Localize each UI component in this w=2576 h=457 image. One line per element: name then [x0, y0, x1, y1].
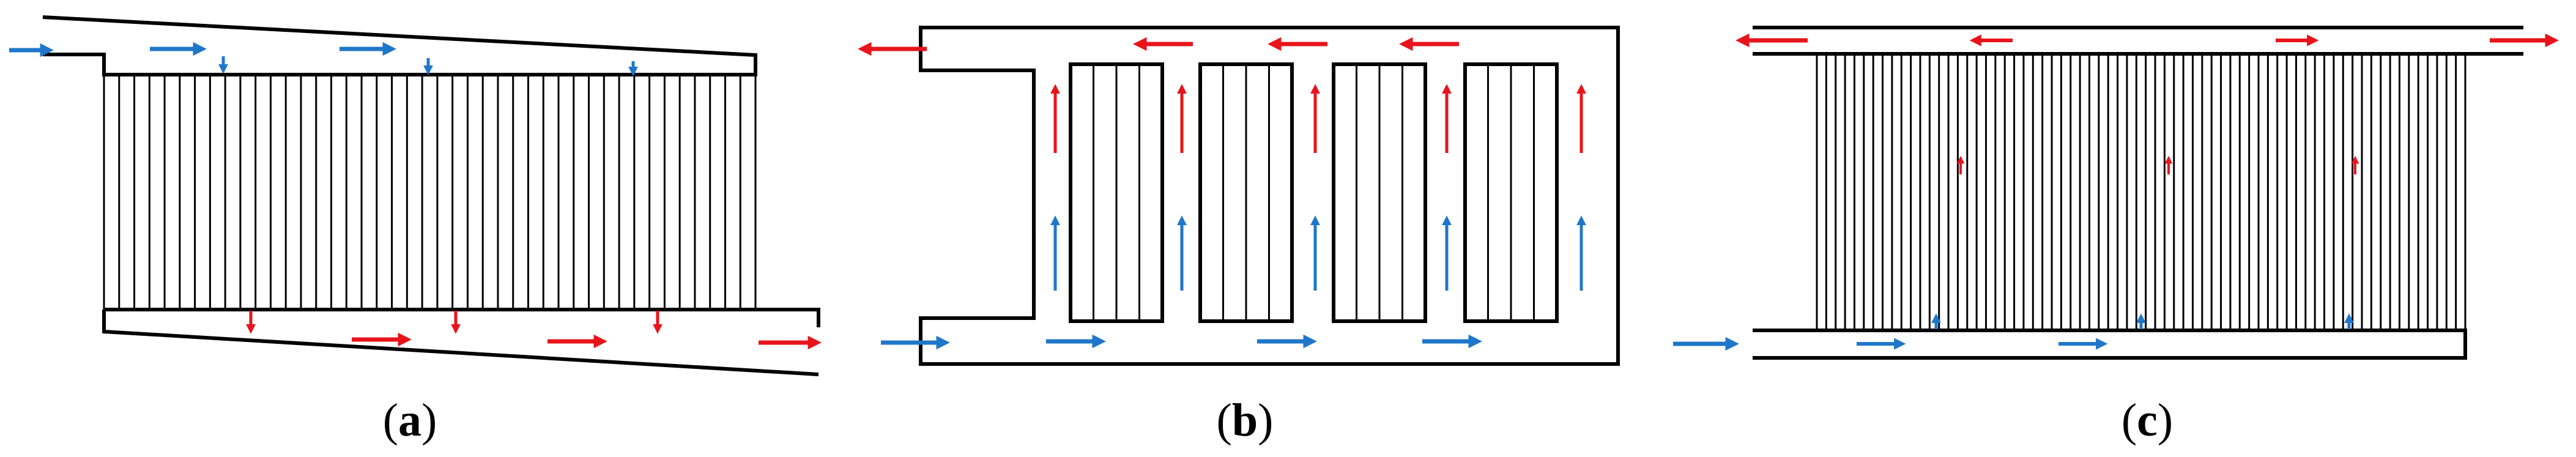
- panel-b-housing: [919, 26, 1620, 366]
- panel-c-diagram: [1673, 26, 2559, 360]
- panel-c-bottom-header: [1753, 329, 2467, 360]
- panel-a-outlet-header: [102, 308, 820, 376]
- caption-b: (b): [1217, 395, 1274, 446]
- panel-a-flow-arrows: [9, 42, 822, 350]
- panel-b-flow-arrows: [858, 37, 1587, 350]
- panel-c-tubes: [1816, 54, 2467, 330]
- panel-c-flow-arrows: [1673, 33, 2559, 351]
- panel-a-diagram: [9, 15, 822, 376]
- caption-c: (c): [2121, 395, 2173, 446]
- panel-b-diagram: [858, 26, 1620, 366]
- panel-a-inlet-header: [42, 15, 757, 76]
- panel-a-tubes: [103, 75, 757, 310]
- caption-a: (a): [383, 395, 437, 446]
- panel-b-tube-banks: [1069, 62, 1559, 323]
